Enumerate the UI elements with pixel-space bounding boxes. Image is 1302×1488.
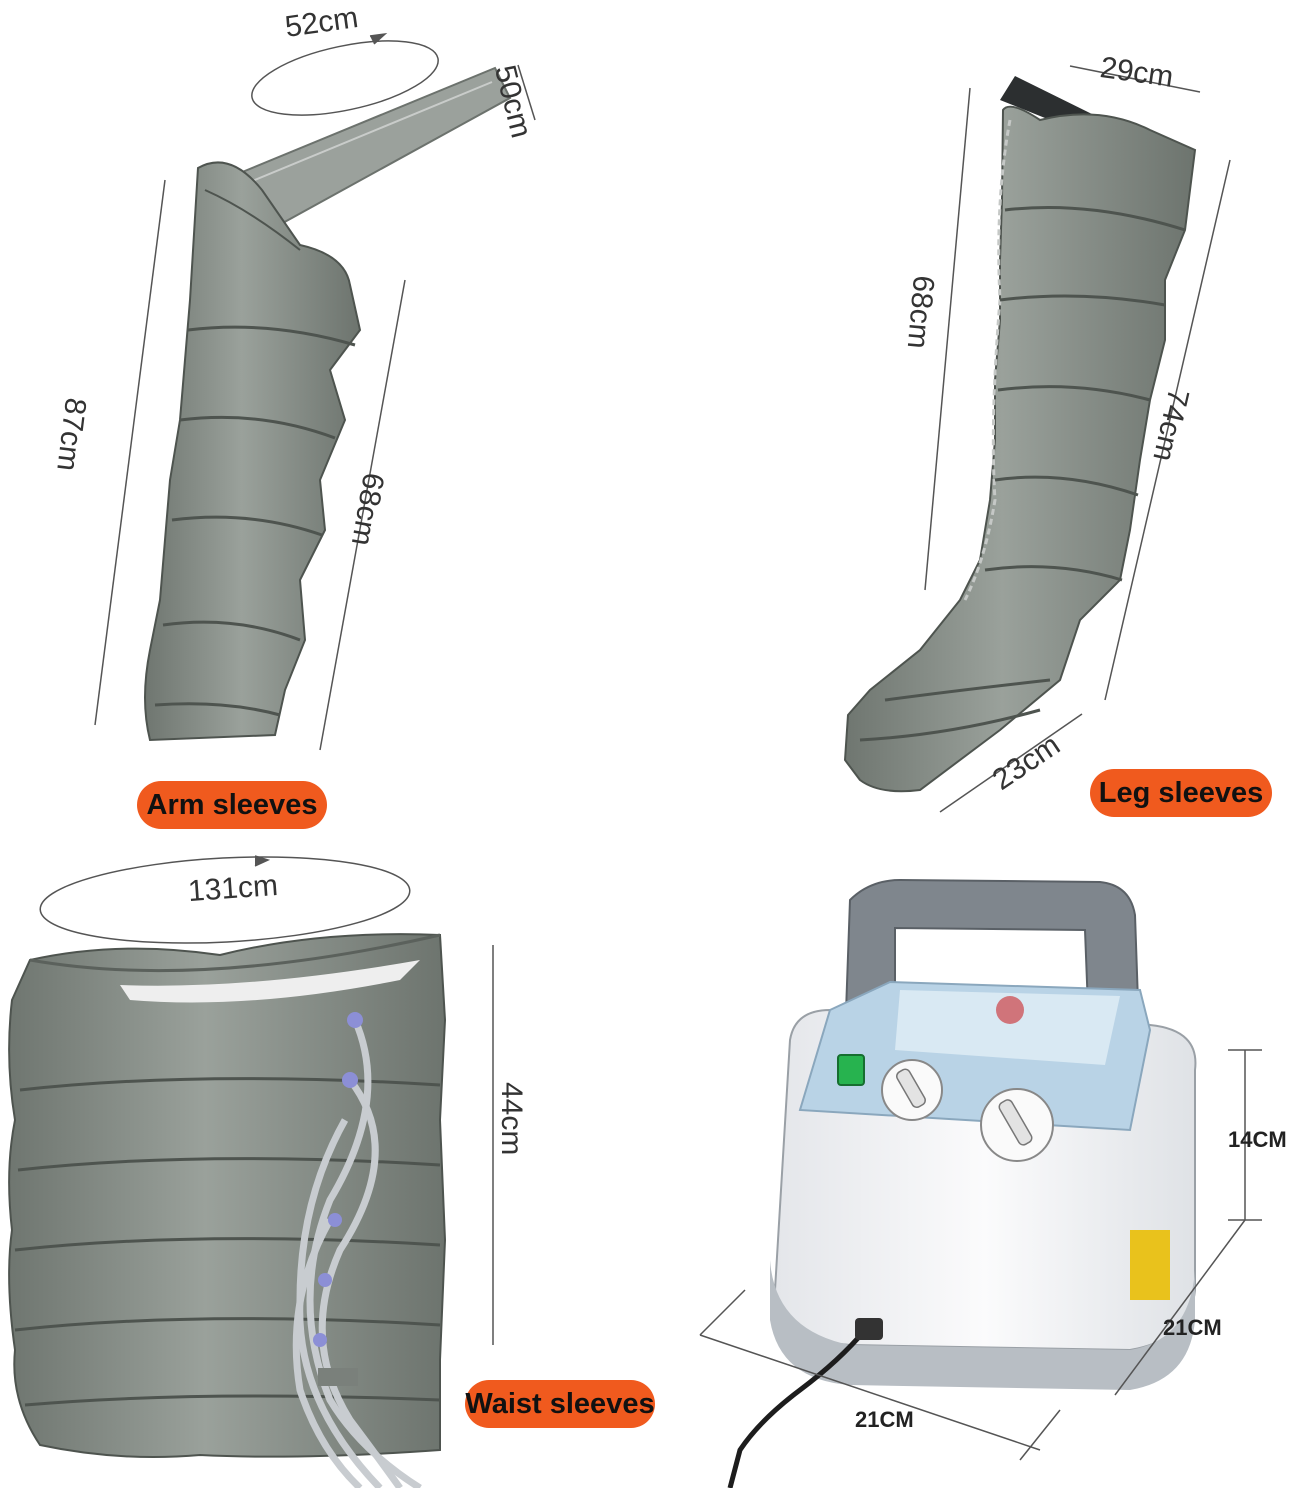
- leg-sleeves-badge: Leg sleeves: [1090, 769, 1272, 817]
- leg-inner-length-label: 68cm: [900, 274, 940, 351]
- device-height-label: 14CM: [1228, 1127, 1287, 1152]
- arm-sleeves-badge: Arm sleeves: [137, 781, 327, 829]
- pump-device: [727, 878, 1197, 1488]
- waist-height-label: 44cm: [495, 1082, 528, 1156]
- waist-dimension-lines: [39, 855, 494, 1345]
- waist-sleeves-badge: Waist sleeves: [465, 1380, 655, 1428]
- leg-dimension-lines: [924, 65, 1231, 813]
- device-dimension-lines: [699, 1049, 1262, 1461]
- device-width-label: 21CM: [855, 1407, 914, 1432]
- waist-sleeve: [8, 933, 447, 1488]
- leg-sleeve: [843, 76, 1197, 793]
- device-depth-label: 21CM: [1163, 1315, 1222, 1340]
- arm-dimension-lines: [94, 32, 536, 751]
- waist-circumference-label: 131cm: [186, 868, 280, 909]
- arm-sleeve: [144, 66, 512, 742]
